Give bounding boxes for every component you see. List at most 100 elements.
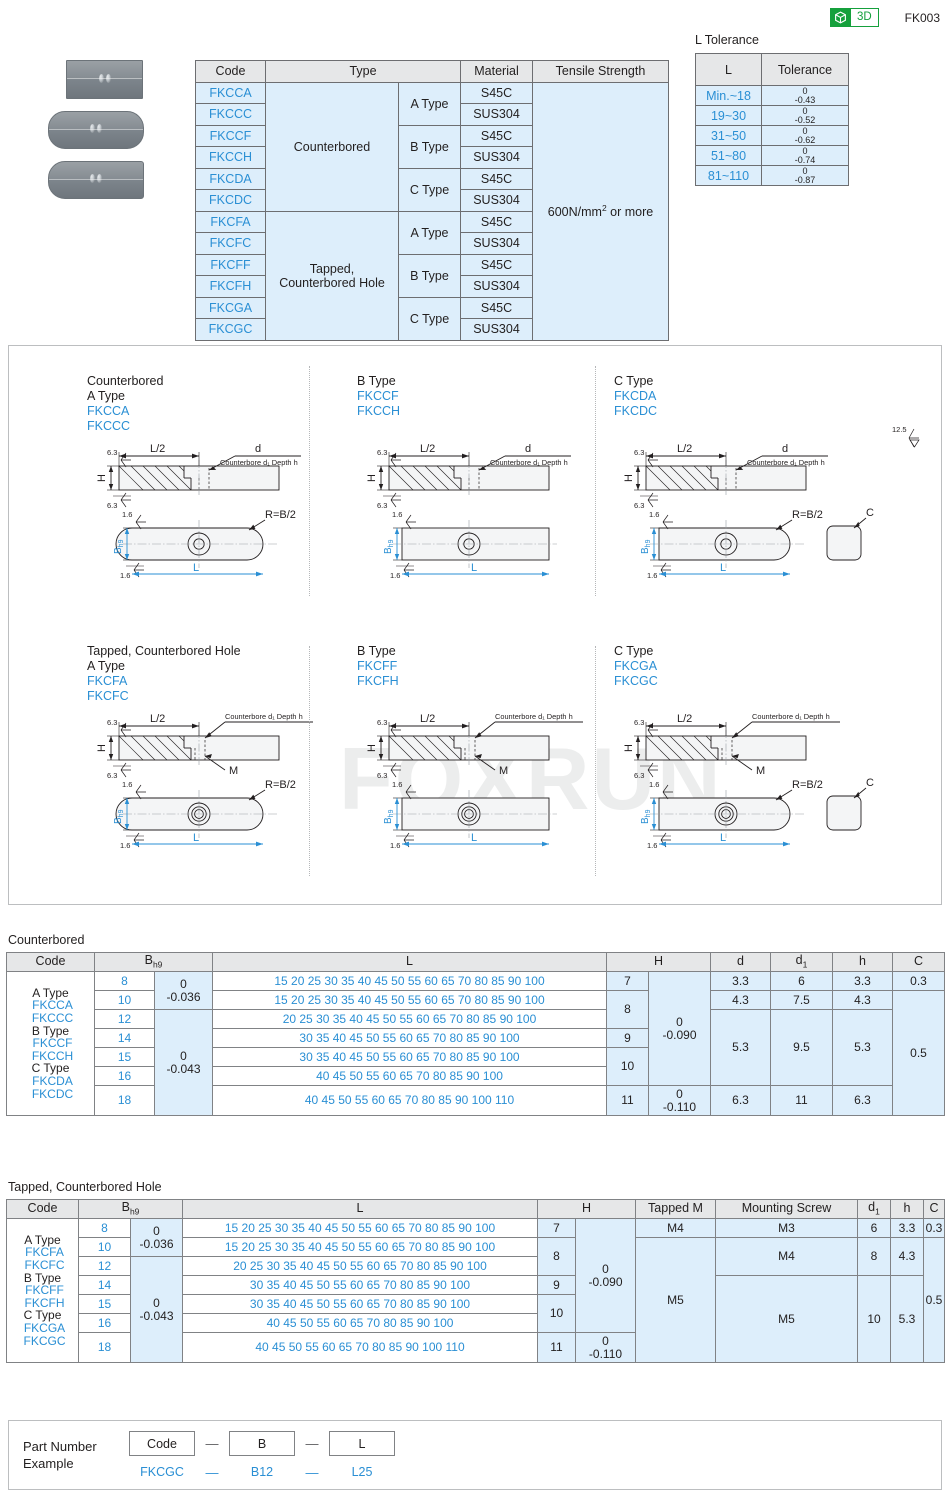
h-value: 9 <box>537 1275 576 1295</box>
h-value: 9 <box>606 1028 649 1048</box>
l-values: 20 25 30 35 40 45 50 55 60 65 70 80 85 9… <box>182 1256 538 1276</box>
type-cell: Counterbored <box>265 81 399 212</box>
tolerance-cell: 0-0.52 <box>761 105 849 126</box>
d1-value: 11 <box>770 1085 833 1116</box>
col-header-code: Code <box>195 60 266 83</box>
subtype-cell: B Type <box>398 124 461 169</box>
material-cell: S45C <box>460 253 533 276</box>
d-value: 5.3 <box>710 1009 771 1086</box>
table-header-row: Code Bh9 L H Tapped M Mounting Screw d1 … <box>6 1199 945 1219</box>
part-number-box-code[interactable]: Code <box>129 1431 195 1456</box>
table-row: FKCCH SUS304 <box>195 146 669 169</box>
code-cell: FKCCA <box>195 81 266 104</box>
material-cell: SUS304 <box>460 189 533 212</box>
code-cell: FKCFH <box>195 275 266 298</box>
material-cell: S45C <box>460 296 533 319</box>
col-header-code: Code <box>6 1199 79 1219</box>
l-values: 20 25 30 35 40 45 50 55 60 65 70 80 85 9… <box>212 1009 607 1029</box>
table-row: 81~110 0-0.87 <box>695 165 849 186</box>
b-value: 18 <box>78 1332 131 1363</box>
tolerance-cell: 0-0.74 <box>761 145 849 166</box>
code-label: FKCCH <box>31 1048 74 1063</box>
col-header-c: C <box>892 952 945 972</box>
tolerance-cell: 0-0.43 <box>761 85 849 106</box>
mounting-screw-value: M5 <box>715 1275 858 1363</box>
col-header-d: d <box>710 952 771 972</box>
specification-table: Code Type Material Tensile Strength FKCC… <box>195 60 669 341</box>
part-number-value-l: L25 <box>351 1465 373 1479</box>
svg-text:H: H <box>96 744 108 752</box>
d1-value: 8 <box>857 1237 891 1276</box>
material-cell: S45C <box>460 210 533 233</box>
part-number-box-l[interactable]: L <box>329 1431 395 1456</box>
table-row: FKCDC SUS304 <box>195 189 669 212</box>
page-header: 3D FK003 <box>829 8 940 27</box>
svg-text:1.6: 1.6 <box>392 510 402 519</box>
part-number-value-code: FKCGC <box>140 1465 184 1479</box>
column-divider <box>309 646 310 876</box>
svg-text:12.5: 12.5 <box>892 425 907 434</box>
type-label: A Type <box>32 985 69 1000</box>
type-cell: Tapped, Counterbored Hole <box>265 210 399 341</box>
3d-badge-label: 3D <box>856 11 872 23</box>
svg-text:L: L <box>720 562 726 574</box>
svg-text:M: M <box>756 765 765 777</box>
b-value: 14 <box>78 1275 131 1295</box>
h-value: 8 <box>606 990 649 1029</box>
h-value: 7 <box>606 971 649 991</box>
3d-badge[interactable]: 3D <box>829 8 879 27</box>
drawing-group-label: Counterbored <box>87 374 164 388</box>
table-row: 12 0-0.043 20 25 30 35 40 45 50 55 60 65… <box>7 1009 945 1116</box>
h-tolerance-2: 0-0.110 <box>648 1085 711 1116</box>
table-row: 14 30 35 40 45 50 55 60 65 70 80 85 90 1… <box>7 1275 945 1363</box>
d1-value: 7.5 <box>770 990 833 1010</box>
code-label: FKCDA <box>32 1073 73 1088</box>
drawing-code-1: FKCGA <box>614 659 658 673</box>
d-value: 6.3 <box>710 1085 771 1116</box>
b-value: 8 <box>94 971 155 991</box>
svg-text:Counterbore d₁ Depth h: Counterbore d₁ Depth h <box>495 712 573 721</box>
b-value: 12 <box>78 1256 131 1276</box>
drawing-code-2: FKCFH <box>357 674 399 688</box>
b-value: 14 <box>94 1028 155 1048</box>
code-cell: FKCFA <box>195 210 266 233</box>
b-value: 15 <box>94 1047 155 1067</box>
svg-text:L/2: L/2 <box>420 443 435 455</box>
col-header-b: Bh9 <box>78 1199 183 1219</box>
part-number-box-b[interactable]: B <box>229 1431 295 1456</box>
l-values: 15 20 25 30 35 40 45 50 55 60 65 70 80 8… <box>182 1218 538 1238</box>
d1-value: 6 <box>770 971 833 991</box>
code-label: FKCCF <box>32 1036 73 1051</box>
b-tolerance-1: 0-0.036 <box>130 1218 183 1257</box>
material-cell: SUS304 <box>460 103 533 126</box>
l-values: 40 45 50 55 60 65 70 80 85 90 100 <box>182 1313 538 1333</box>
svg-text:Bh9: Bh9 <box>113 539 125 554</box>
table-row: Min.~18 0-0.43 <box>695 85 849 106</box>
table-row: FKCCC SUS304 <box>195 103 669 126</box>
d-value: 4.3 <box>710 990 771 1010</box>
col-header-tensile: Tensile Strength <box>532 60 669 83</box>
col-header-c: C <box>923 1199 945 1219</box>
col-header-tolerance: Tolerance <box>761 53 849 86</box>
part-number-separator-1: — — <box>205 1435 219 1480</box>
svg-text:Bh9: Bh9 <box>640 539 652 554</box>
svg-text:L/2: L/2 <box>420 713 435 725</box>
code-label: FKCCA <box>32 998 73 1013</box>
svg-text:R=B/2: R=B/2 <box>265 779 296 791</box>
svg-text:L: L <box>193 562 199 574</box>
part-number-code-column: Code FKCGC <box>129 1431 195 1479</box>
h-tolerance-1: 0-0.090 <box>575 1218 636 1333</box>
mounting-screw-value: M3 <box>715 1218 858 1238</box>
drawing-code-2: FKCGC <box>614 674 658 688</box>
drawing-figure-3: 12.5 L/2 d Counterbore d₁ Depth h H 6.3 <box>623 425 920 580</box>
product-photo-b-type <box>48 111 188 149</box>
svg-text:6.3: 6.3 <box>377 448 387 457</box>
d1-value: 10 <box>857 1275 891 1363</box>
h-tolerance-2: 0-0.110 <box>575 1332 636 1363</box>
b-tolerance-1: 0-0.036 <box>154 971 213 1010</box>
drawing-code-2: FKCFC <box>87 689 129 703</box>
table-row: FKCFA Tapped, Counterbored Hole A Type S… <box>195 210 669 341</box>
svg-text:6.3: 6.3 <box>634 501 644 510</box>
